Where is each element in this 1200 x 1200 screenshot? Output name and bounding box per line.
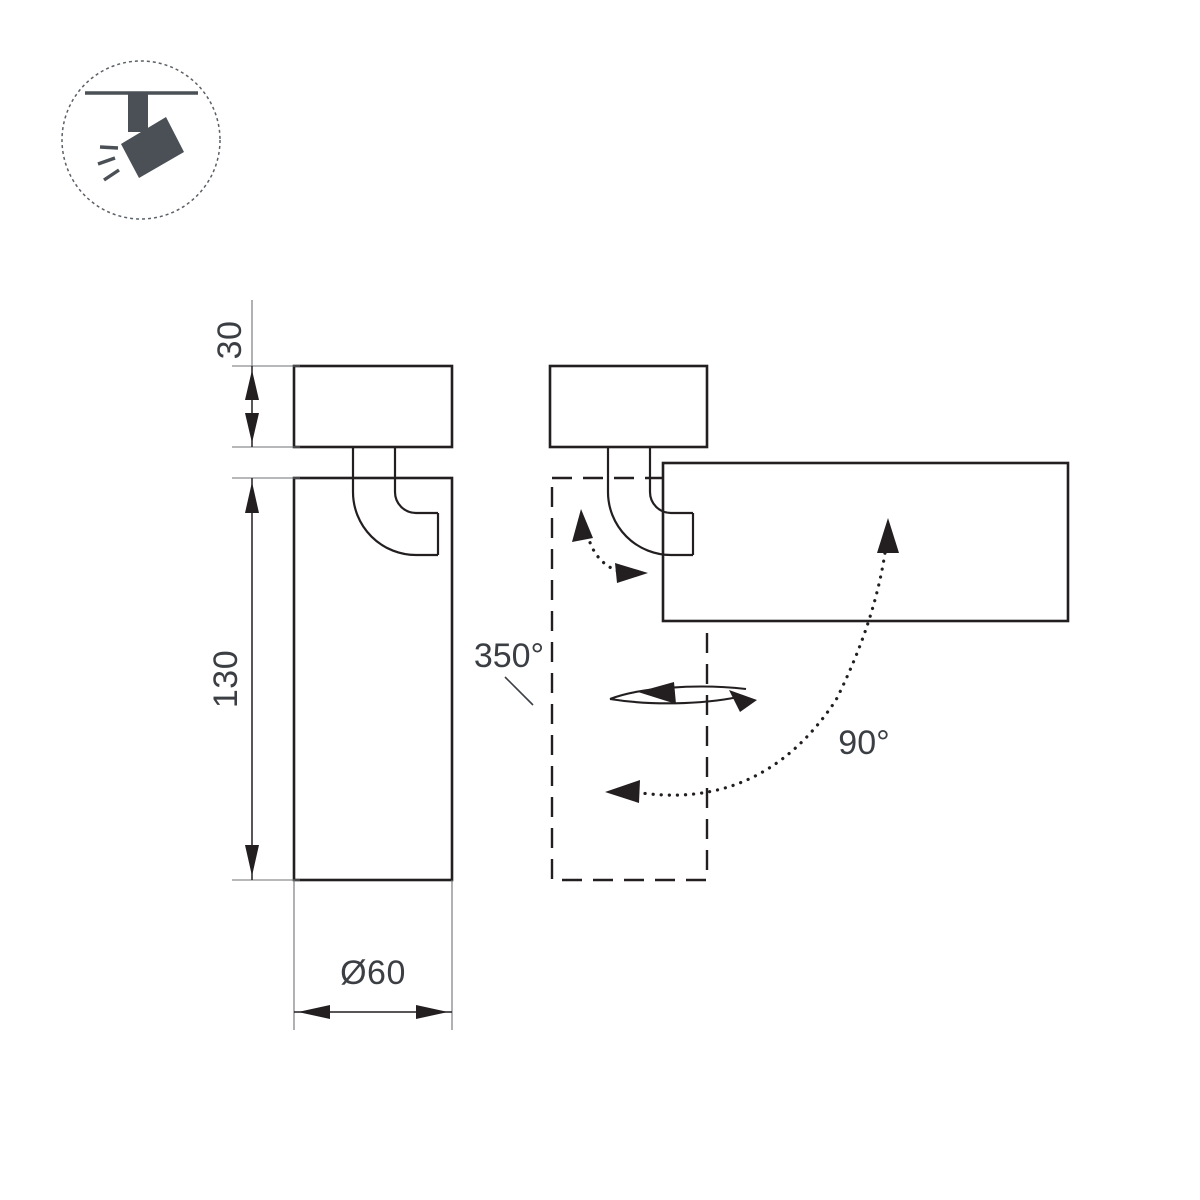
dimension-plate-height: 30 — [211, 300, 300, 448]
arrowhead-d60-left — [298, 1005, 330, 1019]
product-type-icon — [61, 60, 221, 220]
articulation-view — [548, 364, 1070, 882]
light-ray-icon-3 — [103, 168, 120, 182]
tilt-indicator-arrow-right — [615, 563, 648, 583]
annotation-label-350: 350° — [474, 637, 544, 675]
pan-arrowhead-right — [638, 682, 676, 704]
dimension-label-30: 30 — [211, 321, 249, 360]
swivel-elbow-inner-front — [393, 479, 438, 515]
arrowhead-30-bottom — [245, 413, 259, 443]
arrowhead-d60-right — [416, 1005, 448, 1019]
light-ray-icon-1 — [99, 145, 119, 150]
ceiling-plate-front — [292, 364, 454, 449]
arrowhead-130-bottom — [245, 845, 259, 876]
annotation-tilt-90: 90° — [605, 518, 899, 803]
swivel-elbow-outer-front — [351, 479, 438, 557]
lamp-head-icon — [121, 117, 184, 178]
annotation-pan-350: 350° — [474, 637, 757, 712]
stem-icon — [128, 93, 148, 132]
dimension-label-d60: Ø60 — [340, 954, 406, 992]
light-ray-icon-2 — [97, 156, 116, 166]
cylinder-body-tilted — [661, 461, 1070, 623]
pan-leader-line — [504, 676, 534, 706]
ceiling-plate-rotated — [548, 364, 709, 449]
arrowhead-130-top — [245, 482, 259, 513]
tilt-indicator-arrow-up — [572, 509, 593, 542]
dimension-label-130: 130 — [207, 650, 245, 708]
tilt-swing-arc — [627, 544, 888, 797]
dimension-body-length: 130 — [207, 477, 300, 881]
arrowhead-30-top — [245, 370, 259, 400]
tilt-arrowhead-up — [877, 518, 899, 553]
swivel-elbow-inner-rotated — [648, 479, 693, 515]
phantom-body-outline — [550, 476, 709, 882]
icon-circle-border — [61, 60, 221, 220]
dimension-body-diameter: Ø60 — [293, 880, 453, 1030]
tilt-arrowhead-down-left — [605, 780, 640, 803]
pan-rotation-ellipse — [609, 685, 747, 705]
pan-arrowhead-left — [729, 690, 757, 712]
front-elevation-view — [292, 364, 454, 882]
swivel-elbow-outer-rotated — [606, 479, 693, 557]
cylinder-body-front — [292, 476, 454, 882]
annotation-label-90: 90° — [838, 724, 889, 762]
